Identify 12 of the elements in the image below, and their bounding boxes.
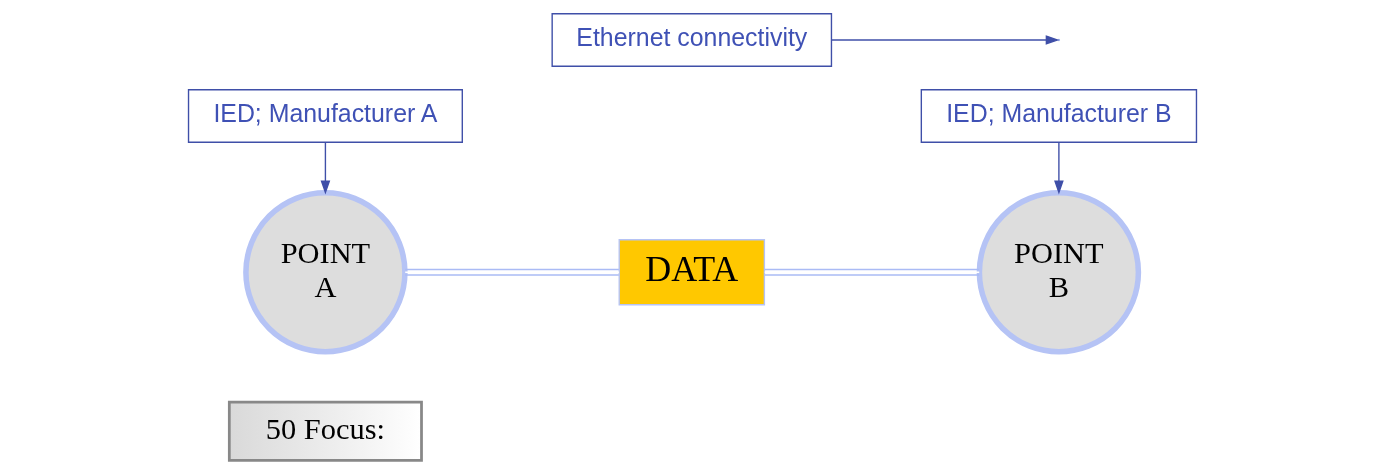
connector (404, 268, 620, 276)
arrow (320, 142, 331, 195)
node-box: IED; Manufacturer A (187, 89, 463, 143)
arrow (1054, 142, 1064, 195)
node-box: Ethernet connectivity (551, 13, 833, 67)
arrow (831, 35, 1060, 45)
node-box: IED; Manufacturer B (920, 89, 1198, 143)
node-box: DATA (618, 239, 766, 306)
node-circle: POINT B (976, 190, 1142, 355)
connector (764, 268, 980, 276)
node-circle: POINT A (243, 190, 408, 355)
node-box: 50 Focus: (227, 400, 423, 462)
